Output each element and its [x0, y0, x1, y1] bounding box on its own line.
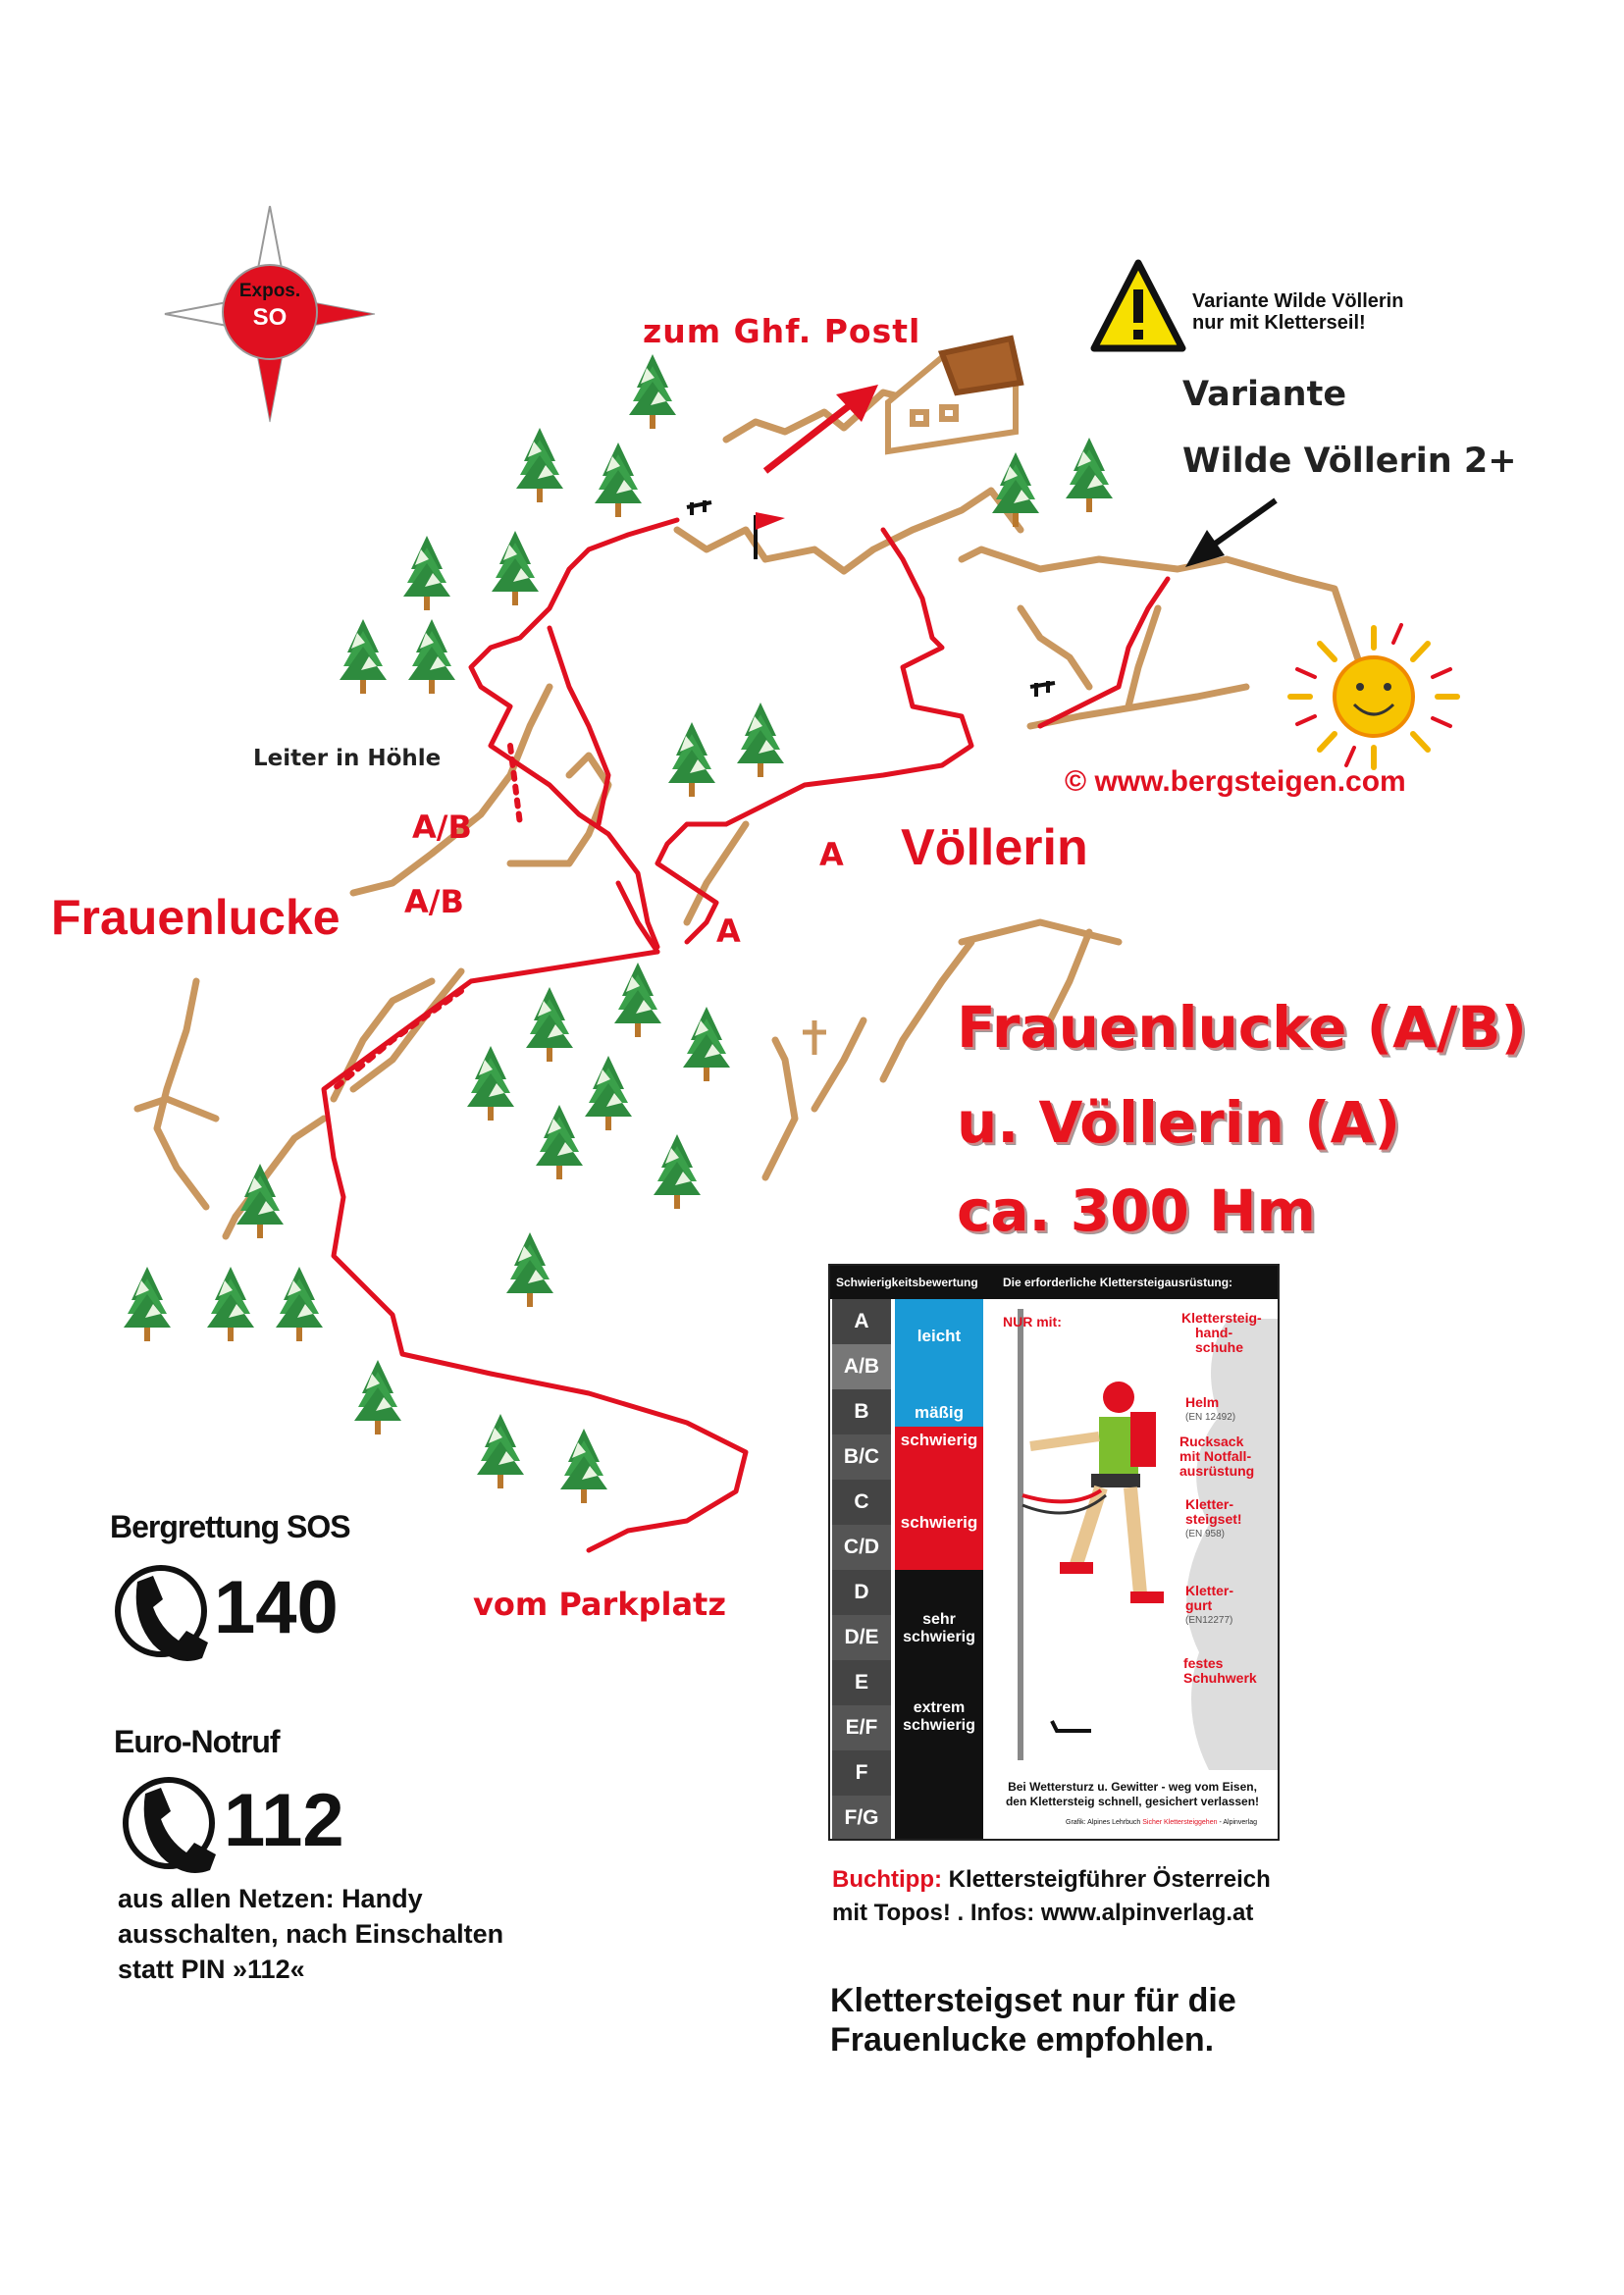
compass-label-expos: Expos. — [238, 281, 301, 301]
equip-backpack: Rucksack mit Notfall- ausrüstung — [1179, 1434, 1255, 1479]
emergency-note-line3: statt PIN »112« — [118, 1955, 305, 1984]
grade-bc: B/C — [832, 1434, 891, 1480]
label-frauenlucke: Frauenlucke — [51, 890, 341, 945]
band-schwierig: schwierig schwierig — [895, 1427, 983, 1570]
band-extrem-label1: extrem — [913, 1699, 966, 1716]
route-lines — [321, 517, 1171, 1553]
legend-header-right: Die erforderliche Klettersteigausrüstung… — [1003, 1276, 1233, 1289]
grade-d: D — [832, 1570, 891, 1615]
emergency-number-112: 112 — [224, 1779, 344, 1862]
grade-cd: C/D — [832, 1525, 891, 1570]
emergency-note-line1: aus allen Netzen: Handy — [118, 1884, 423, 1913]
grade-b: B — [832, 1389, 891, 1434]
label-variant-line1: Variante — [1182, 375, 1347, 414]
arrow-variant — [1185, 497, 1278, 567]
equip-nur-mit: NUR mit: — [1003, 1314, 1062, 1330]
warning-icon — [1090, 259, 1186, 352]
phone-icon-140 — [115, 1565, 208, 1661]
grade-fg: F/G — [832, 1796, 891, 1839]
equip-gloves: Klettersteig- hand- schuhe — [1181, 1310, 1262, 1355]
summit-flag — [754, 512, 785, 559]
climber-illustration — [1018, 1309, 1278, 1770]
band-schwierig-label1: schwierig — [900, 1431, 978, 1449]
equip-shoes: festes Schuhwerk — [1183, 1655, 1257, 1686]
grade-e: E — [832, 1660, 891, 1705]
route-dashed — [331, 743, 523, 1092]
band-maessig-label: mäßig — [914, 1403, 965, 1422]
band-schwierig-label2: schwierig — [900, 1513, 978, 1532]
emergency-title-euro: Euro-Notruf — [114, 1724, 281, 1759]
recommendation-line2: Frauenlucke empfohlen. — [830, 2021, 1215, 2059]
grade-de: D/E — [832, 1615, 891, 1660]
arrow-to-inn — [762, 385, 878, 474]
label-voellerin: Völlerin — [901, 819, 1088, 876]
summit-cross — [803, 1020, 826, 1055]
inn-hut — [885, 335, 1024, 455]
label-copyright: © www.bergsteigen.com — [1065, 765, 1406, 798]
route-title-line3: ca. 300 Hm — [957, 1177, 1316, 1244]
band-sehr-extrem: sehr schwierig extrem schwierig — [895, 1570, 983, 1839]
grade-ef: E/F — [832, 1705, 891, 1750]
legend-header: Schwierigkeitsbewertung Die erforderlich… — [830, 1266, 1278, 1299]
route-title-line2: u. Völlerin (A) — [957, 1089, 1401, 1156]
emergency-note-line2: ausschalten, nach Einschalten — [118, 1919, 504, 1949]
label-to-inn: zum Ghf. Postl — [643, 312, 921, 350]
compass-icon — [164, 205, 376, 423]
band-leicht-label: leicht — [917, 1327, 962, 1345]
grade-a: A — [832, 1299, 891, 1344]
recommendation-line1: Klettersteigset nur für die — [830, 1982, 1236, 2019]
label-grade-ab-upper: A/B — [412, 808, 472, 846]
route-title-line1: Frauenlucke (A/B) — [957, 994, 1527, 1061]
phone-icon-112 — [123, 1777, 216, 1873]
legend-header-left: Schwierigkeitsbewertung — [836, 1276, 978, 1289]
emergency-title-sos: Bergrettung SOS — [110, 1509, 351, 1544]
warning-text-line1: Variante Wilde Völlerin — [1192, 290, 1404, 312]
rock-ridges — [133, 389, 1368, 1240]
legend-weather-warning: Bei Wettersturz u. Gewitter - weg vom Ei… — [1005, 1780, 1260, 1808]
grade-c: C — [832, 1480, 891, 1525]
band-extrem-label2: schwierig — [903, 1717, 975, 1734]
label-from-parking: vom Parkplatz — [473, 1586, 726, 1623]
band-sehr-label2: schwierig — [903, 1629, 975, 1645]
label-grade-a-left: A — [716, 913, 741, 950]
band-sehr-label1: sehr — [922, 1611, 956, 1628]
label-grade-a-right: A — [819, 836, 844, 873]
equip-harness: Kletter- gurt(EN12277) — [1185, 1583, 1234, 1627]
emergency-number-140: 140 — [214, 1566, 339, 1649]
book-tip-line2: mit Topos! . Infos: www.alpinverlag.at — [832, 1900, 1254, 1926]
sun-icon — [1287, 623, 1460, 770]
pass-symbols — [686, 500, 1056, 697]
label-ladder-in-cave: Leiter in Höhle — [253, 746, 442, 771]
compass-label-so: SO — [252, 304, 288, 331]
warning-text-line2: nur mit Kletterseil! — [1192, 312, 1366, 334]
band-leicht: leicht mäßig — [895, 1299, 983, 1427]
equip-set: Kletter- steigset!(EN 958) — [1185, 1496, 1242, 1540]
label-variant-line2: Wilde Völlerin 2+ — [1182, 442, 1517, 481]
difficulty-legend: Schwierigkeitsbewertung Die erforderlich… — [828, 1264, 1280, 1841]
equip-helmet: Helm(EN 12492) — [1185, 1394, 1236, 1424]
legend-credit: Grafik: Alpines Lehrbuch Sicher Kletters… — [1066, 1819, 1257, 1826]
label-grade-ab-lower: A/B — [404, 883, 464, 920]
book-tip-line1: Buchtipp: Klettersteigführer Österreich — [832, 1866, 1271, 1893]
grade-ab: A/B — [832, 1344, 891, 1389]
grade-f: F — [832, 1750, 891, 1796]
